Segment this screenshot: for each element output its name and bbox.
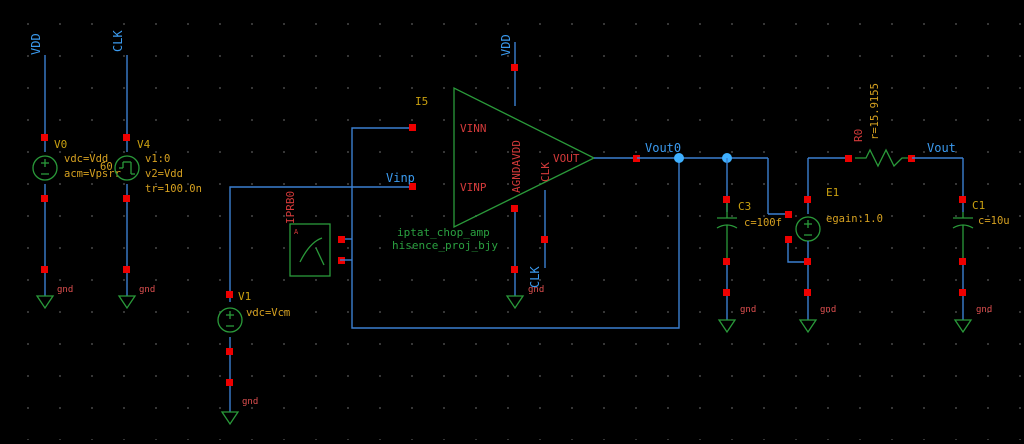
amp-pin-clk: CLK bbox=[539, 162, 552, 182]
v0-gnd-label: gnd bbox=[57, 285, 73, 295]
amp-pin-vinn: VINN bbox=[460, 122, 487, 135]
v0-instance-label: V0 bbox=[54, 138, 67, 151]
v0-param-1: acm=Vpsrr bbox=[64, 168, 121, 180]
iprb0-instance-label: IPRB0 bbox=[284, 191, 297, 224]
c1-value: c=10u bbox=[978, 215, 1010, 227]
e1-vcvs[interactable]: E1 egain:1.0 gnd bbox=[785, 157, 883, 334]
amp-lib-name: hisence_proj_bjy bbox=[392, 239, 498, 252]
v4-source[interactable]: CLK V4 v1:0 v2=Vdd tr=100.0n gnd bbox=[111, 30, 202, 310]
v1-instance-label: V1 bbox=[238, 290, 251, 303]
v4-clk-net-label: CLK bbox=[111, 30, 125, 52]
amp-cell-name: iptat_chop_amp bbox=[397, 226, 490, 239]
r0-value: r=15.9155 bbox=[869, 83, 881, 140]
c1-gnd-label: gnd bbox=[976, 305, 992, 315]
c3-capacitor[interactable]: C3 c=100f gnd bbox=[716, 158, 782, 334]
v1-gnd-label: gnd bbox=[242, 397, 258, 407]
v0-param-0: vdc=Vdd bbox=[64, 153, 108, 165]
c3-instance-label: C3 bbox=[738, 200, 751, 213]
amp-gnd-label: gnd bbox=[528, 285, 544, 295]
amp-instance-label: I5 bbox=[415, 95, 428, 108]
v4-param-2: tr=100.0n bbox=[145, 183, 202, 195]
v1-source[interactable]: V1 vdc=Vcm gnd bbox=[217, 290, 290, 426]
r0-instance-label: R0 bbox=[852, 129, 865, 142]
iprb0-symbol-letter: A bbox=[294, 228, 299, 236]
v0-vdd-net-label: VDD bbox=[29, 33, 43, 55]
e1-gnd-label: gnd bbox=[820, 305, 836, 315]
vinp-net-label: Vinp bbox=[386, 171, 415, 185]
amp-pin-vout: VOUT bbox=[553, 152, 580, 165]
c3-gnd-label: gnd bbox=[740, 305, 756, 315]
v4-param-0: v1:0 bbox=[145, 153, 170, 165]
v4-instance-label: V4 bbox=[137, 138, 151, 151]
v1-param-0: vdc=Vcm bbox=[246, 307, 290, 319]
c3-value: c=100f bbox=[744, 217, 782, 229]
v0-overlap-text: 60 bbox=[100, 161, 113, 173]
r0-resistor[interactable]: R0 r=15.9155 Vout bbox=[845, 83, 963, 168]
amp-vdd-net-label: VDD bbox=[499, 34, 513, 56]
amp-clk-net-label: CLK bbox=[528, 266, 542, 288]
e1-instance-label: E1 bbox=[826, 186, 839, 199]
amp-pin-vinp: VINP bbox=[460, 181, 487, 194]
v4-gnd-label: gnd bbox=[139, 285, 155, 295]
vout0-net-label: Vout0 bbox=[645, 141, 681, 155]
amp-pin-agndavdd: AGNDAVDD bbox=[510, 140, 523, 193]
v0-source[interactable]: VDD V0 vdc=Vdd acm=Vpsrr 60 gnd bbox=[29, 33, 121, 310]
e1-value: egain:1.0 bbox=[826, 213, 883, 225]
iprb0-probe[interactable]: A IPRB0 bbox=[284, 191, 352, 277]
c1-capacitor[interactable]: C1 c=10u gnd bbox=[952, 158, 1010, 334]
v4-param-1: v2=Vdd bbox=[145, 168, 183, 180]
vout-net-label: Vout bbox=[927, 141, 956, 155]
vout0-net: Vout0 bbox=[637, 141, 788, 215]
amplifier-i5[interactable]: VDD I5 VINN VINP VOUT AGNDAVDD CLK iptat… bbox=[386, 34, 640, 310]
c1-instance-label: C1 bbox=[972, 199, 985, 212]
